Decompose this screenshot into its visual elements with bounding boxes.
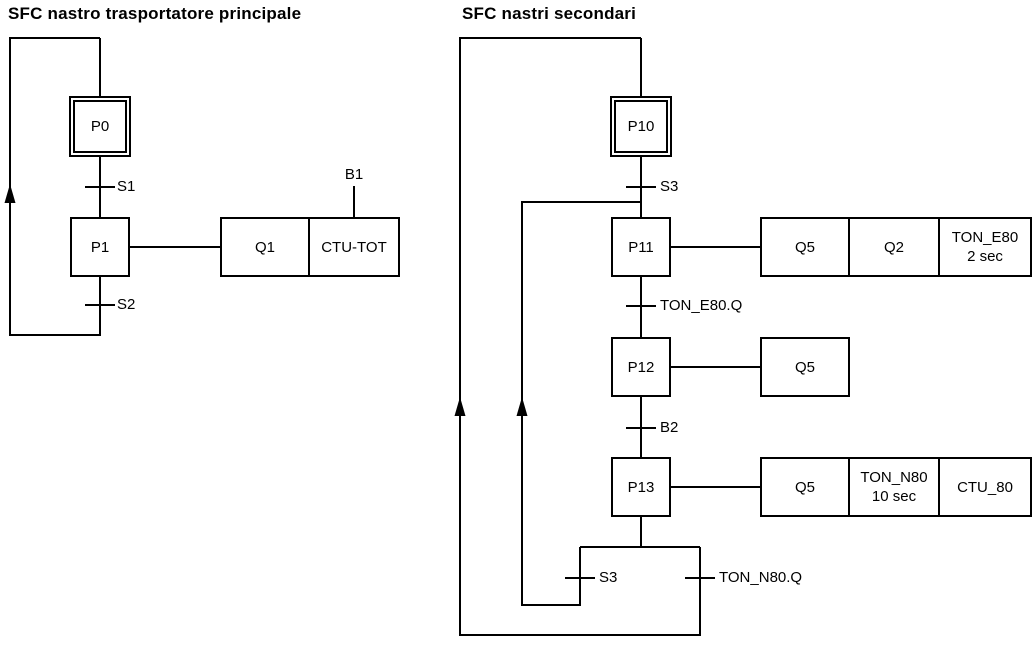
b2-transition-label: B2 bbox=[660, 419, 679, 436]
action-box-p11-ton-e80: TON_E80 2 sec bbox=[938, 217, 1032, 277]
left-diagram-title: SFC nastro trasportatore principale bbox=[8, 4, 302, 23]
step-p1: P1 bbox=[70, 217, 130, 277]
timer-preset: 10 sec bbox=[871, 488, 917, 505]
right-inner-up-arrow-icon bbox=[516, 397, 528, 416]
right-outer-return-line bbox=[459, 37, 701, 636]
timer-name: TON_N80 bbox=[860, 469, 928, 486]
action-box-p11-q5: Q5 bbox=[760, 217, 850, 277]
action-label: Q5 bbox=[794, 478, 815, 496]
action-box-p13-ctu-80: CTU_80 bbox=[938, 457, 1032, 517]
branch-s3-transition-label: S3 bbox=[599, 569, 618, 586]
s2-transition-label: S2 bbox=[117, 296, 136, 313]
left-loop-up-arrow-icon bbox=[4, 184, 16, 203]
left-loop-line bbox=[9, 37, 101, 336]
right-inner-return-line bbox=[521, 201, 641, 606]
step-label: P11 bbox=[628, 238, 654, 256]
branch-ton-n80-transition-label: TON_N80.Q bbox=[719, 569, 803, 586]
ton-e80-transition-label: TON_E80.Q bbox=[660, 297, 743, 314]
timer-preset: 2 sec bbox=[967, 248, 1003, 265]
initial-step-p0: P0 bbox=[69, 96, 131, 157]
action-label: CTU-TOT bbox=[321, 238, 387, 256]
action-label: TON_E80 2 sec bbox=[952, 228, 1018, 266]
s3-transition-label: S3 bbox=[660, 178, 679, 195]
step-p11: P11 bbox=[611, 217, 671, 277]
action-box-q1: Q1 bbox=[220, 217, 310, 277]
step-label: P13 bbox=[627, 478, 655, 496]
step-label: P12 bbox=[627, 358, 655, 376]
step-p13: P13 bbox=[611, 457, 671, 517]
action-label: Q5 bbox=[794, 238, 815, 256]
action-box-p11-q2: Q2 bbox=[848, 217, 940, 277]
action-box-ctu-tot: CTU-TOT bbox=[308, 217, 400, 277]
s1-transition-label: S1 bbox=[117, 178, 136, 195]
action-label: Q5 bbox=[794, 358, 815, 376]
initial-step-p10: P10 bbox=[610, 96, 672, 157]
step-label: P0 bbox=[90, 118, 110, 135]
action-box-p12-q5: Q5 bbox=[760, 337, 850, 397]
action-box-p13-ton-n80: TON_N80 10 sec bbox=[848, 457, 940, 517]
action-label: Q2 bbox=[883, 238, 904, 256]
step-p12: P12 bbox=[611, 337, 671, 397]
timer-name: TON_E80 bbox=[951, 229, 1019, 246]
right-outer-up-arrow-icon bbox=[454, 397, 466, 416]
right-diagram-title: SFC nastri secondari bbox=[462, 4, 637, 23]
action-label: TON_N80 10 sec bbox=[860, 468, 927, 506]
action-box-p13-q5: Q5 bbox=[760, 457, 850, 517]
b1-signal-label: B1 bbox=[344, 166, 364, 183]
step-label: P1 bbox=[90, 238, 110, 256]
step-label: P10 bbox=[627, 118, 655, 135]
action-label: Q1 bbox=[254, 238, 275, 256]
action-label: CTU_80 bbox=[957, 478, 1013, 496]
